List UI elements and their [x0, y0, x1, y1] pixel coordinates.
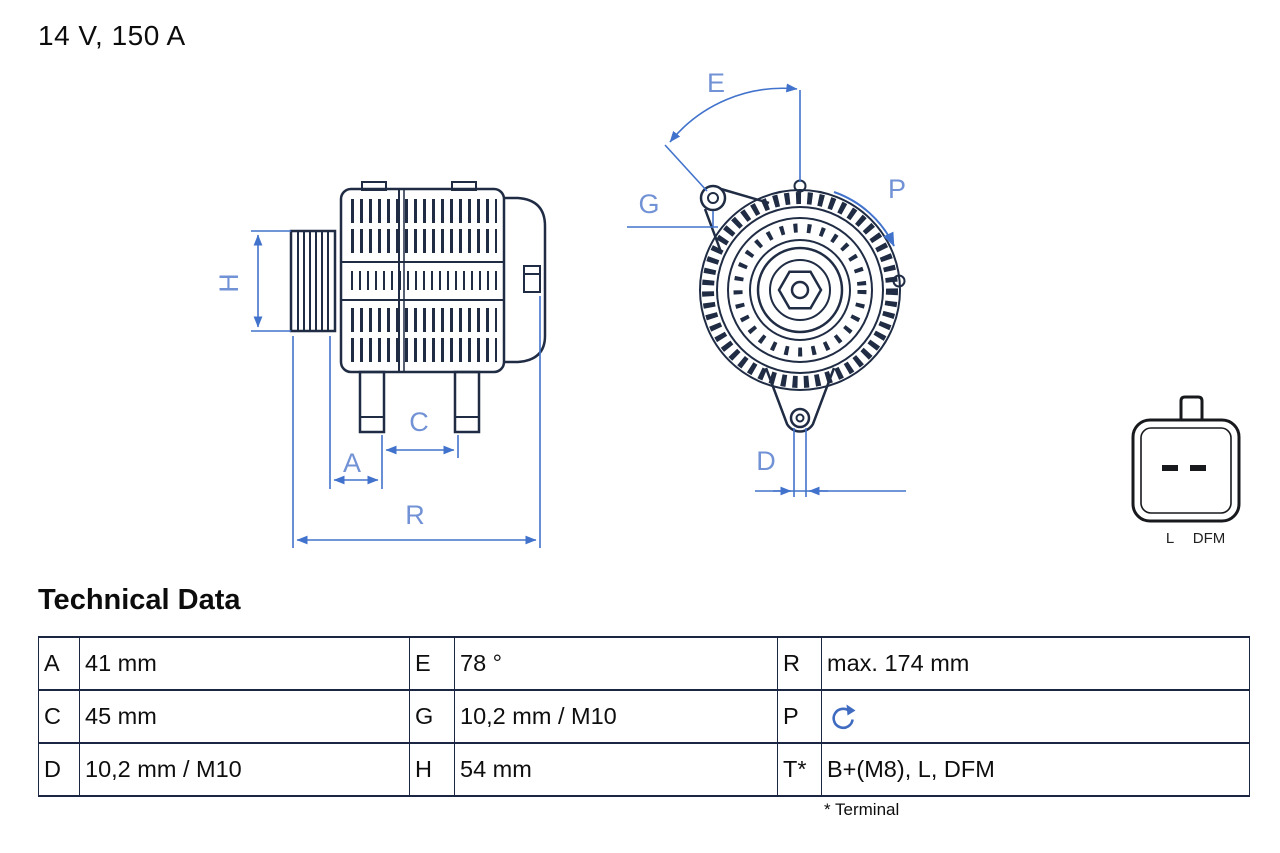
spec-value-h: 54 mm: [455, 744, 778, 795]
technical-drawing: H A C R E G P D L DFM: [214, 68, 1241, 548]
spec-value-g: 10,2 mm / M10: [455, 691, 778, 742]
alternator-side-view: [289, 181, 547, 434]
rotation-direction-arrow: [833, 191, 895, 247]
connector-body: [1131, 418, 1241, 523]
spec-key-c: C: [38, 691, 80, 742]
table-row: A 41 mm E 78 ° R max. 174 mm: [38, 636, 1250, 689]
connector-pin-label-dfm: DFM: [1193, 530, 1226, 547]
connector-tab: [1179, 395, 1204, 421]
spec-key-r: R: [778, 638, 822, 689]
spec-key-d: D: [38, 744, 80, 795]
spec-value-e: 78 °: [455, 638, 778, 689]
spec-key-t: T*: [778, 744, 822, 795]
pulley: [289, 229, 337, 333]
mounting-foot: [358, 370, 386, 434]
dim-label-a: A: [343, 448, 361, 478]
connector-pin-l: [1162, 465, 1178, 471]
dim-label-p: P: [888, 174, 906, 204]
mounting-foot: [453, 370, 481, 434]
dim-label-d: D: [756, 446, 776, 476]
page-title: 14 V, 150 A: [38, 20, 186, 51]
dimension-labels: H A C R E G P D: [214, 68, 906, 530]
dim-label-r: R: [405, 500, 425, 530]
spec-value-c: 45 mm: [80, 691, 410, 742]
spec-value-a: 41 mm: [80, 638, 410, 689]
spec-value-r: max. 174 mm: [822, 638, 1250, 689]
terminal-footnote: * Terminal: [824, 800, 900, 819]
spec-value-d: 10,2 mm / M10: [80, 744, 410, 795]
spec-key-a: A: [38, 638, 80, 689]
connector-pin-dfm: [1190, 465, 1206, 471]
spec-value-t: B+(M8), L, DFM: [822, 744, 1250, 795]
spec-key-g: G: [410, 691, 455, 742]
dim-label-c: C: [409, 407, 429, 437]
bottom-mounting-lug: [764, 367, 836, 433]
spec-key-p: P: [778, 691, 822, 742]
spec-value-p: [822, 691, 1250, 742]
dim-label-h: H: [214, 273, 244, 293]
technical-data-heading: Technical Data: [38, 584, 241, 616]
dim-label-e: E: [707, 68, 725, 98]
spec-key-h: H: [410, 744, 455, 795]
rotation-clockwise-icon: [832, 704, 856, 729]
housing: [339, 187, 506, 374]
table-row: C 45 mm G 10,2 mm / M10 P: [38, 689, 1250, 742]
dim-label-g: G: [638, 189, 659, 219]
table-row: D 10,2 mm / M10 H 54 mm T* B+(M8), L, DF…: [38, 742, 1250, 795]
b-plus-terminal: [523, 265, 541, 293]
technical-data-table: A 41 mm E 78 ° R max. 174 mm C 45 mm G 1…: [38, 636, 1250, 797]
dimension-lines: [251, 83, 906, 548]
connector-diagram: [1131, 395, 1241, 523]
alternator-front-view: [699, 179, 906, 433]
spec-key-e: E: [410, 638, 455, 689]
shaft-nut: [777, 270, 823, 310]
connector-pin-label-l: L: [1166, 530, 1174, 547]
mounting-ear-hole: [699, 184, 727, 212]
